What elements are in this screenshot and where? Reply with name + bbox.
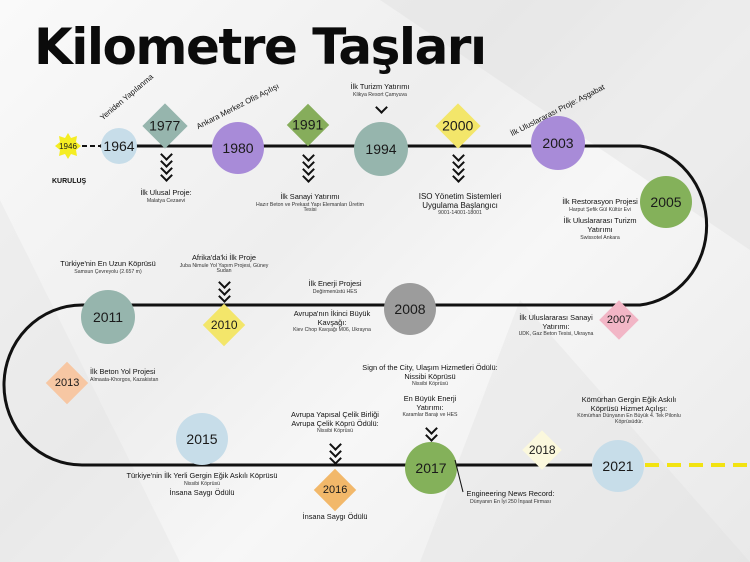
milestone-2018-caption: Engineering News Record:Dünyanın En İyi … bbox=[458, 489, 563, 505]
milestone-2011-node: 2011 bbox=[81, 290, 135, 344]
founding-star-badge bbox=[55, 133, 81, 159]
milestone-year: 2021 bbox=[602, 458, 634, 474]
milestone-title: İlk Uluslararası Sanayi Yatırımı: bbox=[519, 313, 593, 331]
milestone-subtitle: Karamlar Barajı ve HES bbox=[402, 412, 458, 419]
milestone-title: İlk Uluslararası Turizm Yatırımı bbox=[563, 216, 637, 234]
milestone-subtitle: Dünyanın En İyi 250 İnşaat Firması bbox=[469, 498, 552, 505]
milestone-title: En Büyük Enerji Yatırımı: bbox=[403, 394, 457, 412]
page-title: Kilometre Taşları bbox=[34, 18, 487, 76]
milestone-2017-node: 2017 bbox=[405, 442, 457, 494]
milestone-title: Avrupa'nın İkinci Büyük Kavşağı: bbox=[293, 309, 371, 327]
milestone-subtitle: Samsun Çevreyolu (2.657 m) bbox=[74, 268, 142, 275]
milestone-subtitle: Almaata-Khorgos, Kazakistan bbox=[90, 376, 159, 383]
milestone-subtitle: Klikya Resort Çamyuva bbox=[353, 91, 407, 98]
milestone-subtitle: Nissibi Köprüsü bbox=[183, 480, 221, 487]
milestone-title: İnsana Saygı Ödülü bbox=[302, 512, 368, 521]
milestone-2003-node: 2003 bbox=[531, 116, 585, 170]
milestone-title: İlk Enerji Projesi bbox=[308, 279, 362, 288]
milestone-year: 2017 bbox=[415, 460, 447, 476]
milestone-year: 2011 bbox=[92, 309, 124, 325]
milestone-2015-caption: Türkiye'nin İlk Yerli Gergin Eğik Askılı… bbox=[112, 471, 292, 498]
milestone-title: Türkiye'nin İlk Yerli Gergin Eğik Askılı… bbox=[126, 471, 278, 480]
milestone-subtitle: UDK, Gaz Beton Tesisi, Ukrayna bbox=[518, 331, 594, 338]
milestone-title: İlk Beton Yol Projesi bbox=[90, 367, 156, 376]
milestone-2016-caption-2: İnsana Saygı Ödülü bbox=[290, 512, 380, 522]
milestone-title: İlk Ulusal Proje: bbox=[140, 188, 192, 197]
milestone-subtitle: Harput Şefik Gül Kültür Evi bbox=[569, 206, 631, 213]
milestone-subtitle: Juba Nimule Yol Yapım Projesi, Güney Sud… bbox=[179, 262, 269, 275]
milestone-title: İlk Sanayi Yatırımı bbox=[280, 192, 340, 201]
founding-label: KURULUŞ bbox=[52, 178, 87, 185]
milestone-year: 2005 bbox=[650, 194, 682, 210]
milestone-2021-caption: Kömürhan Gergin Eğik Askılı Köprüsü Hizm… bbox=[575, 395, 683, 426]
milestone-1994-node: 1994 bbox=[354, 122, 408, 176]
milestone-2016-caption: Avrupa Yapısal Çelik Birliği Avrupa Çeli… bbox=[280, 410, 390, 435]
milestone-2021-node: 2021 bbox=[592, 440, 644, 492]
milestone-subtitle: Kiev Chop Kavşağı M06, Ukrayna bbox=[293, 327, 371, 334]
milestone-2017-caption-2: En Büyük Enerji Yatırımı:Karamlar Barajı… bbox=[395, 394, 465, 419]
founding-year: 1946 bbox=[59, 141, 77, 151]
milestone-year: 2003 bbox=[542, 135, 574, 151]
milestone-title: Afrika'da'ki İlk Proje bbox=[191, 253, 257, 262]
milestone-title: İlk Turizm Yatırımı bbox=[350, 82, 410, 91]
milestone-title: İnsana Saygı Ödülü bbox=[169, 488, 235, 498]
milestone-subtitle: 9001-14001-18001 bbox=[438, 210, 482, 217]
milestone-year: 2008 bbox=[394, 301, 426, 317]
milestone-2008-caption-2: Avrupa'nın İkinci Büyük Kavşağı:Kiev Cho… bbox=[282, 309, 382, 334]
milestone-title: ISO Yönetim Sistemleri Uygulama Başlangı… bbox=[418, 192, 502, 211]
milestone-subtitle: Nissibi Köprüsü bbox=[316, 428, 354, 435]
milestone-title: Sign of the City, Ulaşım Hizmetleri Ödül… bbox=[362, 363, 498, 381]
milestone-year: 2015 bbox=[186, 431, 218, 447]
milestone-1964-node: 1964 bbox=[101, 128, 137, 164]
milestone-2015-node: 2015 bbox=[176, 413, 228, 465]
milestone-subtitle: Malatya Cezaevi bbox=[146, 197, 186, 204]
milestone-title: Türkiye'nin En Uzun Köprüsü bbox=[60, 259, 156, 268]
milestone-subtitle: Swissotel Ankara bbox=[580, 234, 620, 241]
milestone-subtitle: Nissibi Köprüsü bbox=[411, 381, 449, 388]
milestone-subtitle: Değirmenüstü HES bbox=[312, 288, 358, 295]
milestone-subtitle: Hazır Beton ve Prekast Yapı Elemanları Ü… bbox=[256, 201, 364, 214]
milestone-title: İlk Restorasyon Projesi bbox=[562, 197, 638, 206]
milestone-title: Engineering News Record: bbox=[466, 489, 555, 498]
milestone-year: 1994 bbox=[365, 141, 397, 157]
milestone-1980-node: 1980 bbox=[212, 122, 264, 174]
milestone-subtitle: Kömürhan Dünyanın En Büyük 4. Tek Pilonl… bbox=[577, 413, 681, 425]
milestone-title: Kömürhan Gergin Eğik Askılı Köprüsü Hizm… bbox=[581, 395, 677, 413]
milestone-year: 2018 bbox=[528, 442, 556, 457]
milestone-year: 1964 bbox=[103, 138, 135, 154]
milestone-title: Avrupa Yapısal Çelik Birliği Avrupa Çeli… bbox=[291, 410, 379, 428]
milestone-year: 1980 bbox=[222, 140, 254, 156]
milestone-2005-node: 2005 bbox=[640, 176, 692, 228]
milestone-2007-caption: İlk Uluslararası Sanayi Yatırımı:UDK, Ga… bbox=[510, 313, 602, 338]
milestone-2017-caption: Sign of the City, Ulaşım Hizmetleri Ödül… bbox=[360, 363, 500, 388]
milestone-1977-caption: İlk Ulusal Proje:Malatya Cezaevi bbox=[118, 188, 214, 204]
milestone-2000-caption: ISO Yönetim Sistemleri Uygulama Başlangı… bbox=[415, 192, 505, 217]
milestone-2008-node: 2008 bbox=[384, 283, 436, 335]
